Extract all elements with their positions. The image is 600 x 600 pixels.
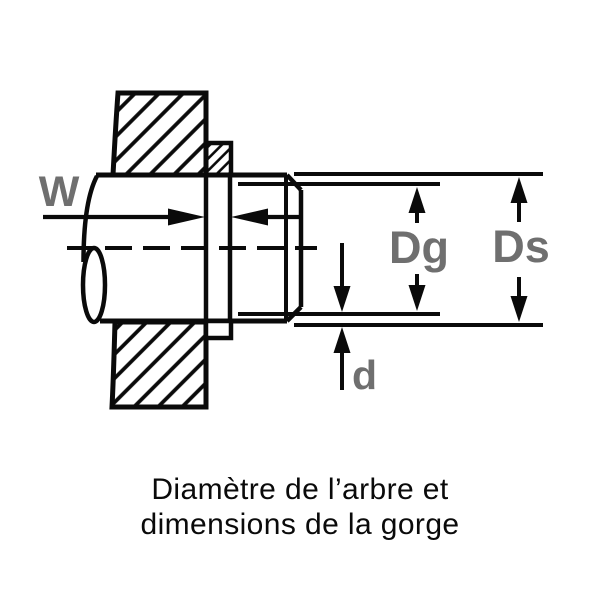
shaft-end-ellipse (80, 245, 108, 325)
d-label: d (352, 352, 377, 398)
dimension-w: W (39, 168, 302, 226)
retaining-ring-lower-section (203, 318, 234, 341)
housing-upper-section (110, 90, 209, 178)
caption-line-2: dimensions de la gorge (141, 508, 460, 541)
retaining-ring-upper-section (203, 140, 234, 178)
d-arrow-upper-head (333, 286, 351, 312)
retaining-ring (203, 140, 234, 341)
ds-arrow-up-head (510, 177, 528, 203)
dimension-dg: Dg (238, 182, 449, 316)
dg-label: Dg (389, 222, 449, 273)
w-label: W (39, 168, 80, 216)
d-arrow-lower-head (333, 327, 351, 353)
housing (109, 90, 209, 410)
dimension-d: d (333, 243, 377, 398)
housing-lower-section (109, 319, 209, 410)
dg-arrow-down-head (408, 285, 426, 311)
ds-arrow-down-head (510, 296, 528, 322)
ds-label: Ds (492, 221, 550, 272)
dimension-ds: Ds (294, 172, 550, 327)
caption-line-1: Diamètre de l’arbre et (151, 473, 449, 506)
w-arrow-left-head (168, 208, 205, 226)
w-arrow-right-head (231, 208, 268, 226)
caption: Diamètre de l’arbre et dimensions de la … (141, 473, 460, 541)
dg-arrow-up-head (408, 187, 426, 213)
shaft-left-break-curve (81, 174, 100, 263)
